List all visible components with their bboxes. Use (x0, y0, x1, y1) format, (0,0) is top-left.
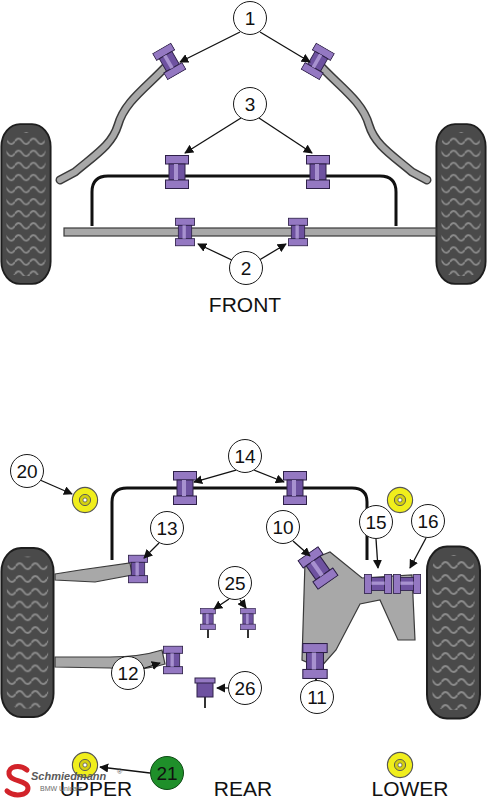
leader-arrow (376, 539, 378, 568)
callout-circle: 13 (150, 511, 184, 545)
anti-roll-bar (92, 176, 396, 226)
callout-number: 2 (241, 259, 252, 278)
bush (303, 644, 327, 679)
arm-fill (317, 62, 427, 180)
watermark: ® (117, 768, 122, 775)
bush (393, 575, 420, 594)
bush (301, 43, 334, 80)
arm-fill (60, 62, 170, 180)
bush (298, 547, 338, 590)
yellow-mount (72, 487, 97, 512)
bush (163, 646, 182, 674)
bush (201, 608, 216, 629)
tire (1, 124, 50, 284)
leader-arrow (410, 538, 426, 568)
leader-arrow (217, 687, 228, 688)
leader-arrow (100, 767, 150, 773)
callout-number: 3 (245, 95, 256, 114)
leader-arrow (260, 32, 310, 62)
bolt (204, 696, 206, 708)
callout-number: 20 (16, 462, 37, 481)
callout-circle: 21 (150, 756, 184, 790)
tire (427, 547, 480, 719)
bush (175, 218, 194, 246)
callout-number: 26 (234, 679, 255, 698)
bush (166, 156, 189, 189)
lower-link (55, 650, 165, 669)
bush (241, 608, 256, 629)
tire (1, 548, 53, 717)
leader-arrow (144, 543, 159, 558)
callout-number: 21 (156, 764, 177, 783)
arm-outline (317, 62, 427, 180)
callout-number: 1 (245, 9, 256, 28)
section-label: REAR (214, 778, 272, 799)
callout-circle: 14 (228, 439, 262, 473)
bush-flange (195, 678, 215, 683)
upper-link (55, 563, 132, 582)
callout-number: 11 (307, 688, 327, 707)
callout-circle: 20 (10, 454, 44, 488)
callout-circle: 3 (233, 87, 267, 121)
anti-roll-bar (112, 488, 367, 560)
bush (288, 218, 307, 246)
upper-arm (60, 62, 427, 180)
callout-number: 14 (234, 447, 255, 466)
bush (284, 472, 307, 505)
arm-outline (60, 62, 170, 180)
callout-circle: 25 (218, 566, 252, 600)
leader-arrow (293, 541, 310, 556)
leader-arrow (194, 470, 236, 482)
leader-lines (180, 32, 312, 262)
callout-circle: 16 (411, 504, 445, 538)
callout-circle: 12 (111, 656, 145, 690)
callout-number: 10 (272, 518, 293, 537)
watermark: Schmiedmann (31, 771, 106, 782)
leader-arrow (40, 480, 72, 494)
callout-number: 15 (365, 513, 386, 532)
leader-arrow (240, 600, 246, 608)
leader-arrow (259, 118, 312, 153)
axle-beam (64, 228, 436, 236)
brand-logo (7, 767, 28, 795)
callout-circle: 2 (229, 251, 263, 285)
callout-number: 16 (417, 512, 438, 531)
bush (128, 555, 147, 583)
leader-arrow (254, 470, 284, 482)
callout-circle: 11 (300, 680, 334, 714)
callout-circle: 10 (266, 510, 300, 544)
leader-lines (40, 470, 426, 773)
position-label: LOWER (371, 778, 448, 799)
callout-circle: 1 (233, 1, 267, 35)
callout-number: 25 (224, 574, 245, 593)
bush (174, 472, 197, 505)
leader-arrow (180, 32, 240, 62)
watermark: BMW Unicats (40, 785, 82, 792)
bush (364, 575, 391, 594)
callout-number: 12 (117, 664, 138, 683)
leader-arrow (214, 599, 229, 609)
callout-circle: 15 (359, 505, 393, 539)
yellow-mount (387, 752, 412, 777)
yellow-mount (387, 487, 412, 512)
leader-arrow (185, 118, 241, 153)
callout-circle: 26 (228, 671, 262, 705)
callout-number: 13 (156, 519, 177, 538)
tire (436, 124, 485, 284)
bush (307, 156, 330, 189)
section-label: FRONT (209, 294, 281, 315)
